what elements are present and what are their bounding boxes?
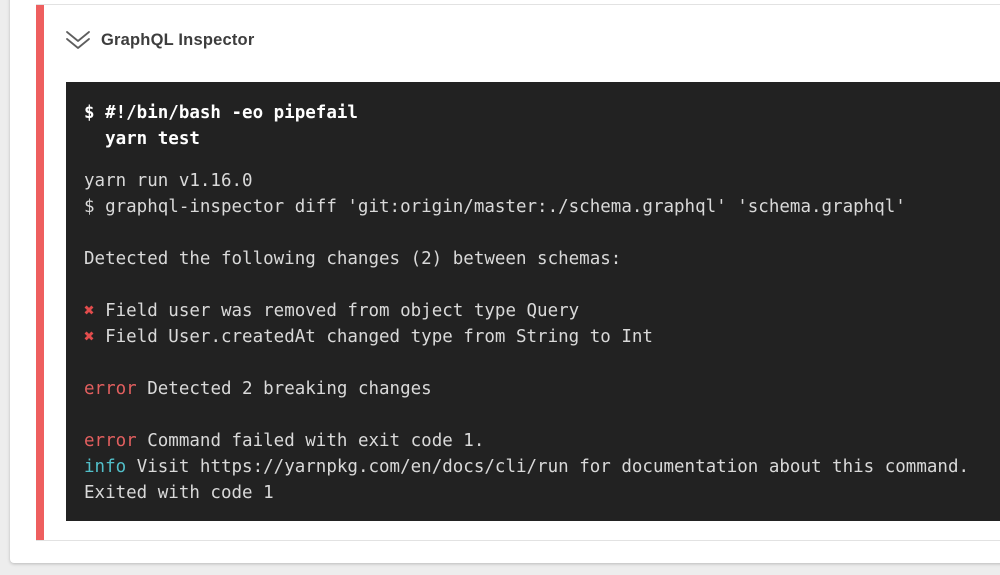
log-text: Detected the following changes (2) betwe… (84, 249, 622, 269)
terminal-log: yarn run v1.16.0 $ graphql-inspector diff… (84, 168, 997, 506)
terminal-command-line: $ #!/bin/bash -eo pipefail (84, 103, 358, 123)
log-text: Detected 2 breaking changes (136, 379, 432, 399)
collapse-chevrons-icon[interactable] (64, 29, 92, 51)
terminal-log-line: Detected the following changes (2) betwe… (84, 246, 997, 272)
log-cross-token: ✖ (84, 301, 95, 321)
terminal-log-line (84, 402, 997, 428)
terminal-log-line: $ graphql-inspector diff 'git:origin/mas… (84, 194, 997, 220)
terminal-output: $ #!/bin/bash -eo pipefail yarn test yar… (66, 82, 1000, 521)
terminal-log-line (84, 220, 997, 246)
log-cross-token: ✖ (84, 327, 95, 347)
log-text: Visit https://yarnpkg.com/en/docs/cli/ru… (126, 457, 970, 477)
terminal-log-line: ✖ Field User.createdAt changed type from… (84, 324, 997, 350)
terminal-log-line (84, 350, 997, 376)
terminal-log-line (84, 272, 997, 298)
terminal-log-line: Exited with code 1 (84, 480, 997, 506)
terminal-log-line: error Detected 2 breaking changes (84, 376, 997, 402)
log-error-token: error (84, 379, 137, 399)
log-info-token: info (84, 457, 127, 477)
log-text: Command failed with exit code 1. (136, 431, 485, 451)
step-header[interactable]: GraphQL Inspector (64, 25, 254, 55)
terminal-log-line: ✖ Field user was removed from object typ… (84, 298, 997, 324)
terminal-log-line: error Command failed with exit code 1. (84, 428, 997, 454)
step-card: GraphQL Inspector $ #!/bin/bash -eo pipe… (36, 4, 1000, 541)
log-text: Field user was removed from object type … (94, 301, 580, 321)
terminal-log-line: info Visit https://yarnpkg.com/en/docs/c… (84, 454, 997, 480)
terminal-log-line: yarn run v1.16.0 (84, 168, 997, 194)
log-text: yarn run v1.16.0 (84, 171, 253, 191)
log-text: Exited with code 1 (84, 483, 274, 503)
log-text: $ graphql-inspector diff 'git:origin/mas… (84, 197, 906, 217)
terminal-command: $ #!/bin/bash -eo pipefail yarn test (84, 100, 997, 152)
step-title: GraphQL Inspector (101, 30, 255, 49)
log-error-token: error (84, 431, 137, 451)
failed-step-accent-bar (36, 5, 44, 540)
terminal-command-line: yarn test (84, 129, 200, 149)
log-text: Field User.createdAt changed type from S… (94, 327, 653, 347)
